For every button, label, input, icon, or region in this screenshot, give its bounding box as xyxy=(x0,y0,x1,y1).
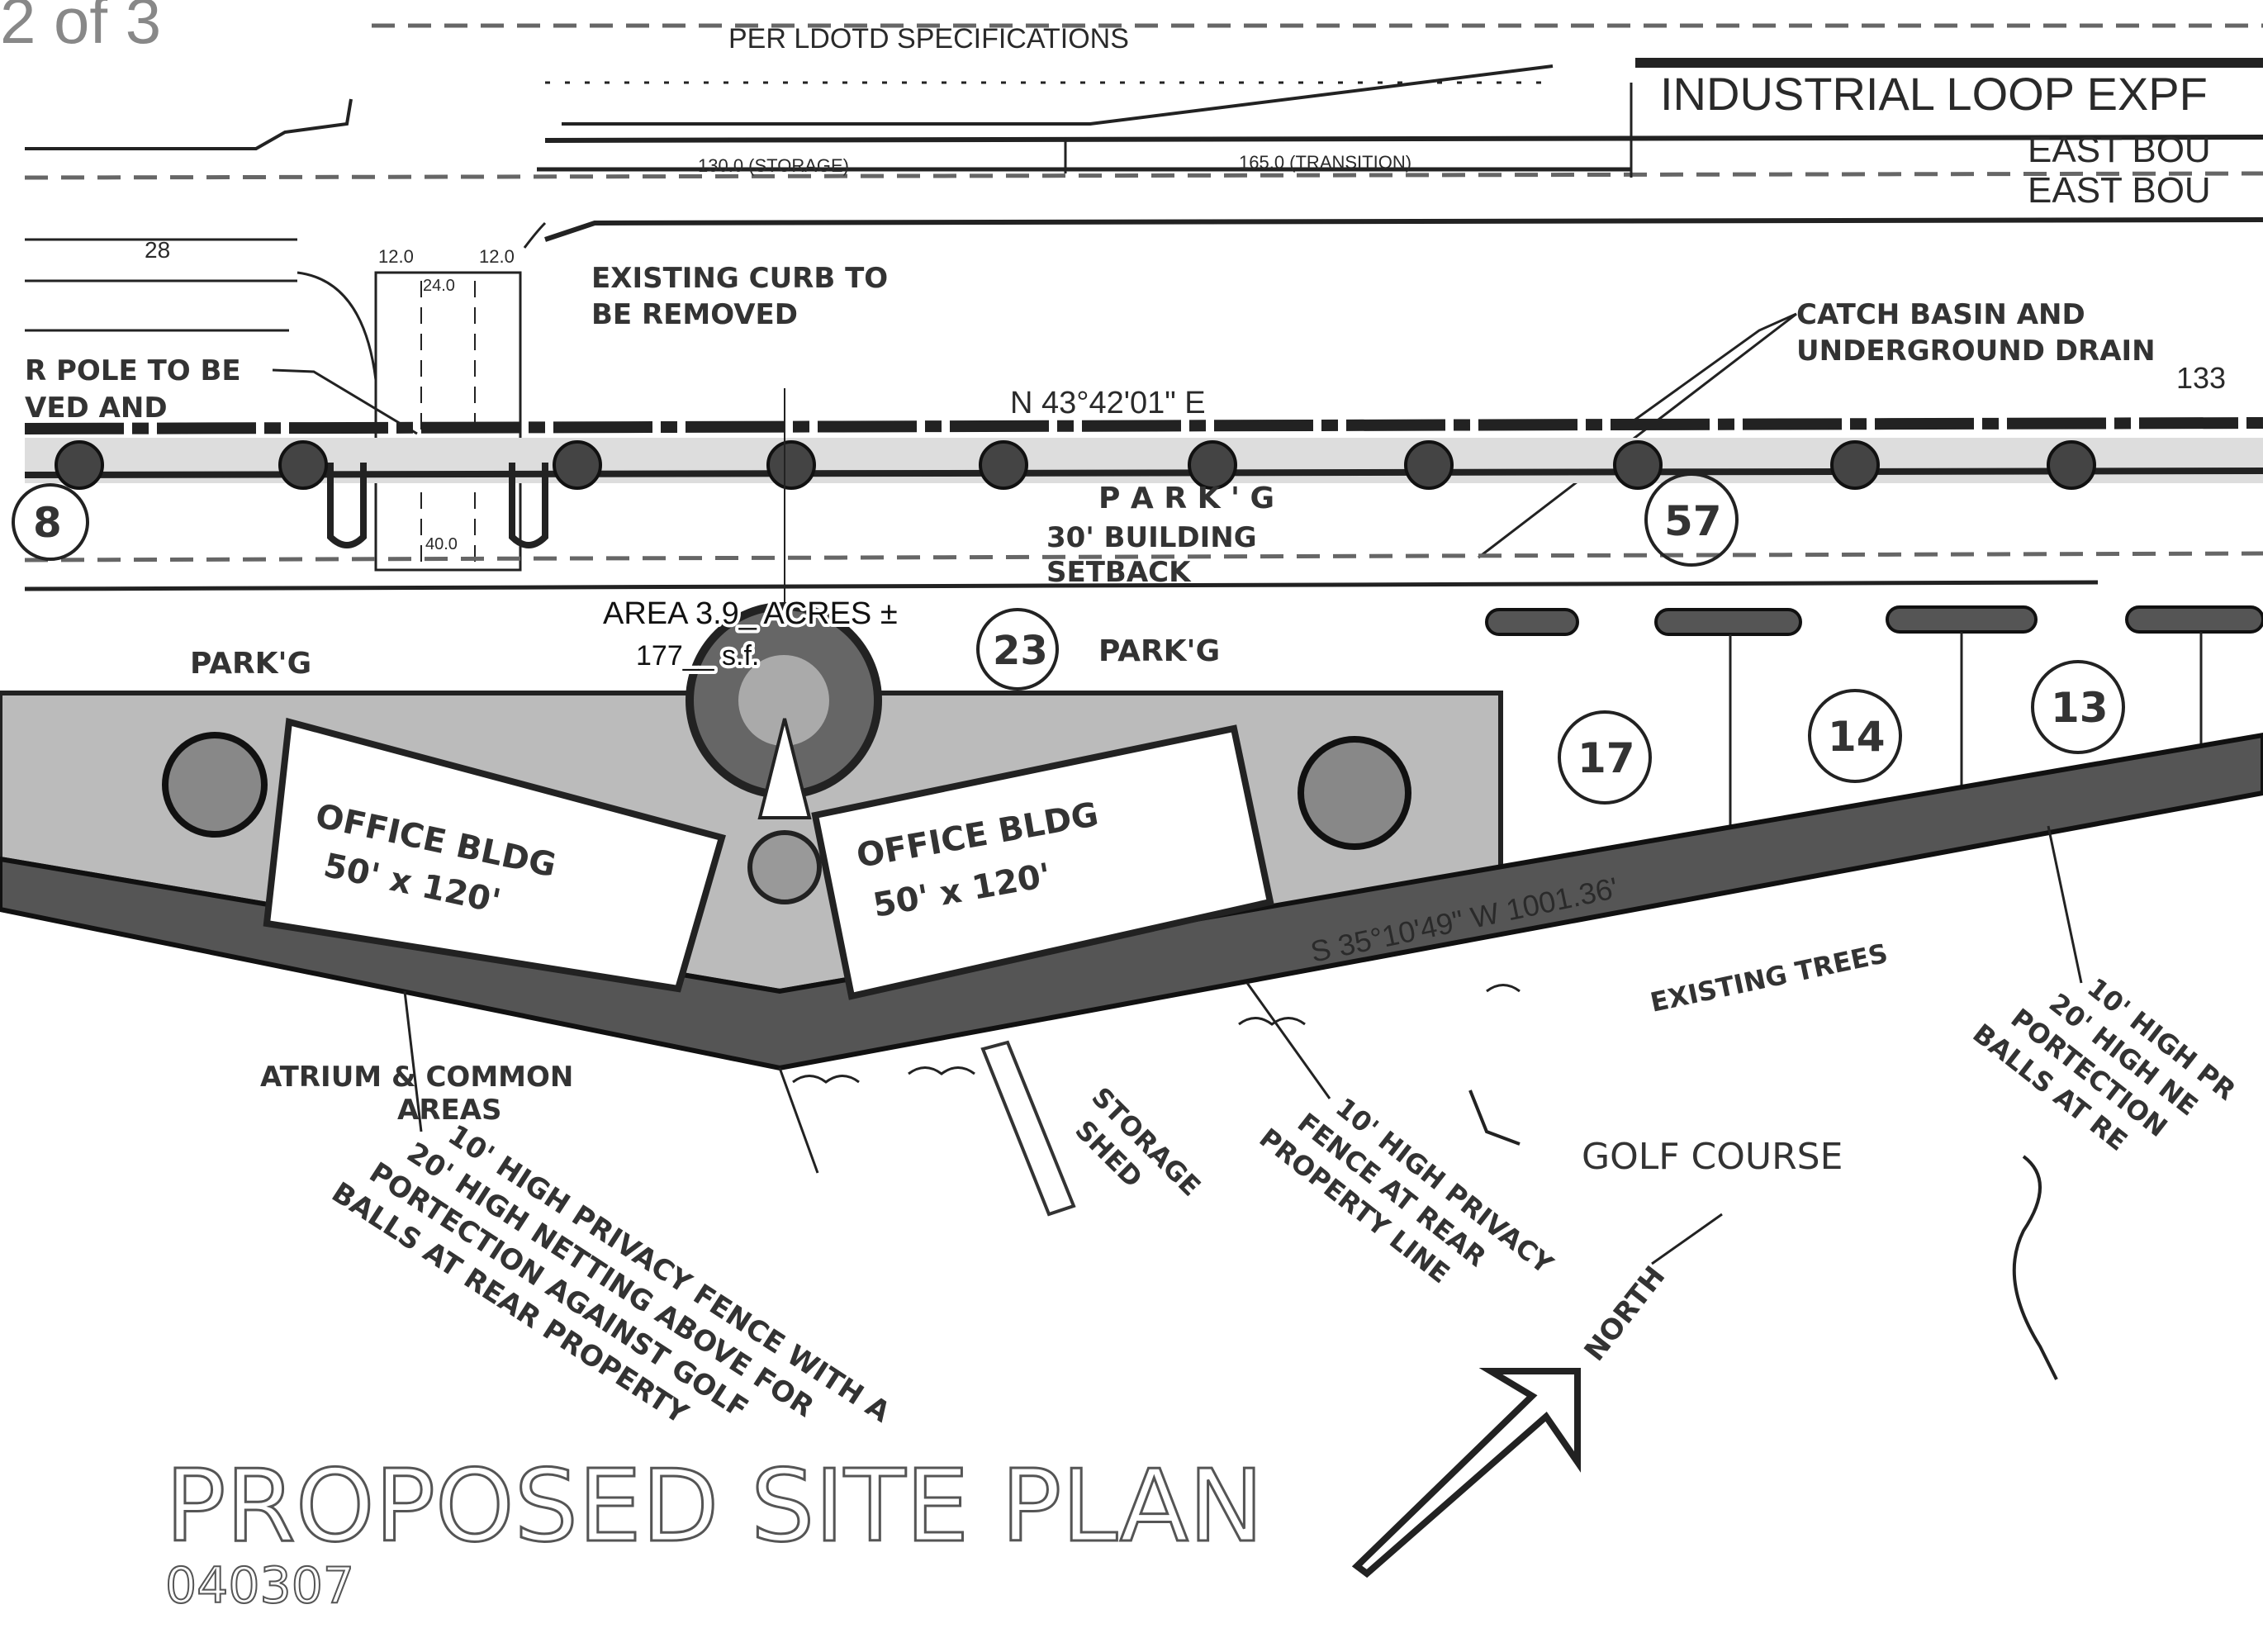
sheet-number: 2 of 3 xyxy=(0,0,161,57)
dimension-12-right: 12.0 xyxy=(479,246,515,267)
parking-tree-marker xyxy=(1404,440,1454,490)
dimension-28: 28 xyxy=(145,237,170,263)
fence-note-rear: 10' HIGH PRIVACY FENCE AT REAR PROPERTY … xyxy=(1254,1091,1559,1289)
lane-label-2: EAST BOU xyxy=(2028,170,2211,211)
setback-label-1: 30' BUILDING xyxy=(1046,521,1257,554)
catch-basin-note-2: UNDERGROUND DRAIN xyxy=(1796,335,2156,368)
pole-note-2: VED AND xyxy=(25,392,168,425)
svg-text:17: 17 xyxy=(1577,734,1635,782)
parking-tree-marker xyxy=(278,440,328,490)
office-building-left: OFFICE BLDG 50' x 120' xyxy=(263,717,726,993)
storage-dimension: 130.0 (STORAGE) xyxy=(698,155,849,176)
fence-note-right: 10' HIGH PR 20' HIGH NE PORTECTION BALLS… xyxy=(1967,971,2242,1156)
front-parking-row xyxy=(24,388,2263,694)
catch-basin-note-1: CATCH BASIN AND xyxy=(1796,298,2085,331)
north-bearing: N 43°42'01" E xyxy=(1010,386,1206,420)
parking-tree-marker xyxy=(1188,440,1237,490)
golf-course-label: GOLF COURSE xyxy=(1582,1136,1843,1178)
stall-number-14: 14 xyxy=(1808,689,1902,783)
existing-trees-label: EXISTING TREES xyxy=(1648,938,1891,1018)
catch-basin-note-3: 133 xyxy=(2176,361,2226,395)
parking-tree-marker xyxy=(1613,440,1663,490)
parking-label-center: PARK'G xyxy=(1098,634,1220,668)
parking-tree-marker xyxy=(2047,440,2096,490)
stall-number-13: 13 xyxy=(2031,660,2125,754)
road-spec-note: PER LDOTD SPECIFICATIONS xyxy=(728,23,1129,55)
stall-number-57: 57 xyxy=(1644,472,1739,567)
transition-dimension: 165.0 (TRANSITION) xyxy=(1239,152,1411,173)
drawing-title: PROPOSED SITE PLAN xyxy=(165,1450,1264,1564)
road-linework xyxy=(24,23,2263,572)
svg-text:14: 14 xyxy=(1828,713,1886,761)
dimension-12-left: 12.0 xyxy=(378,246,414,267)
svg-text:13: 13 xyxy=(2051,684,2109,732)
curb-note-line-1: EXISTING CURB TO xyxy=(591,262,888,295)
atrium-label-2: AREAS xyxy=(397,1094,502,1127)
north-label: NORTH xyxy=(1578,1260,1672,1368)
stall-number-8: 8 xyxy=(12,483,89,561)
svg-text:8: 8 xyxy=(33,499,62,547)
dimension-24: 24.0 xyxy=(423,277,455,295)
road-name: INDUSTRIAL LOOP EXPF xyxy=(1660,68,2208,120)
pole-note-1: R POLE TO BE xyxy=(25,354,241,387)
parking-tree-marker xyxy=(553,440,602,490)
parking-tree-marker xyxy=(979,440,1028,490)
parking-tree-marker xyxy=(55,440,104,490)
svg-text:57: 57 xyxy=(1664,497,1722,545)
parking-label-front: P A R K ' G xyxy=(1098,482,1274,515)
curb-note-line-2: BE REMOVED xyxy=(591,298,798,331)
office-building-right: OFFICE BLDG 50' x 120' xyxy=(811,724,1274,1000)
parking-tree-marker xyxy=(1830,440,1880,490)
area-label: AREA 3.9_ ACRES ± xyxy=(603,596,898,631)
area-sf-label: 177__ s.f. xyxy=(636,640,759,672)
setback-label-2: SETBACK xyxy=(1046,556,1192,589)
parking-tree-marker xyxy=(766,440,816,490)
svg-text:23: 23 xyxy=(993,628,1048,674)
dimension-40: 40.0 xyxy=(425,535,458,553)
lane-label-1: EAST BOU xyxy=(2028,130,2211,170)
drawing-date: 040307 xyxy=(165,1557,354,1615)
storage-shed: STORAGE SHED xyxy=(980,1040,1207,1217)
north-arrow-icon xyxy=(1351,1368,1581,1578)
stall-number-17: 17 xyxy=(1558,710,1652,805)
stall-number-23: 23 xyxy=(976,608,1059,691)
parking-label-left: PARK'G xyxy=(190,647,311,681)
